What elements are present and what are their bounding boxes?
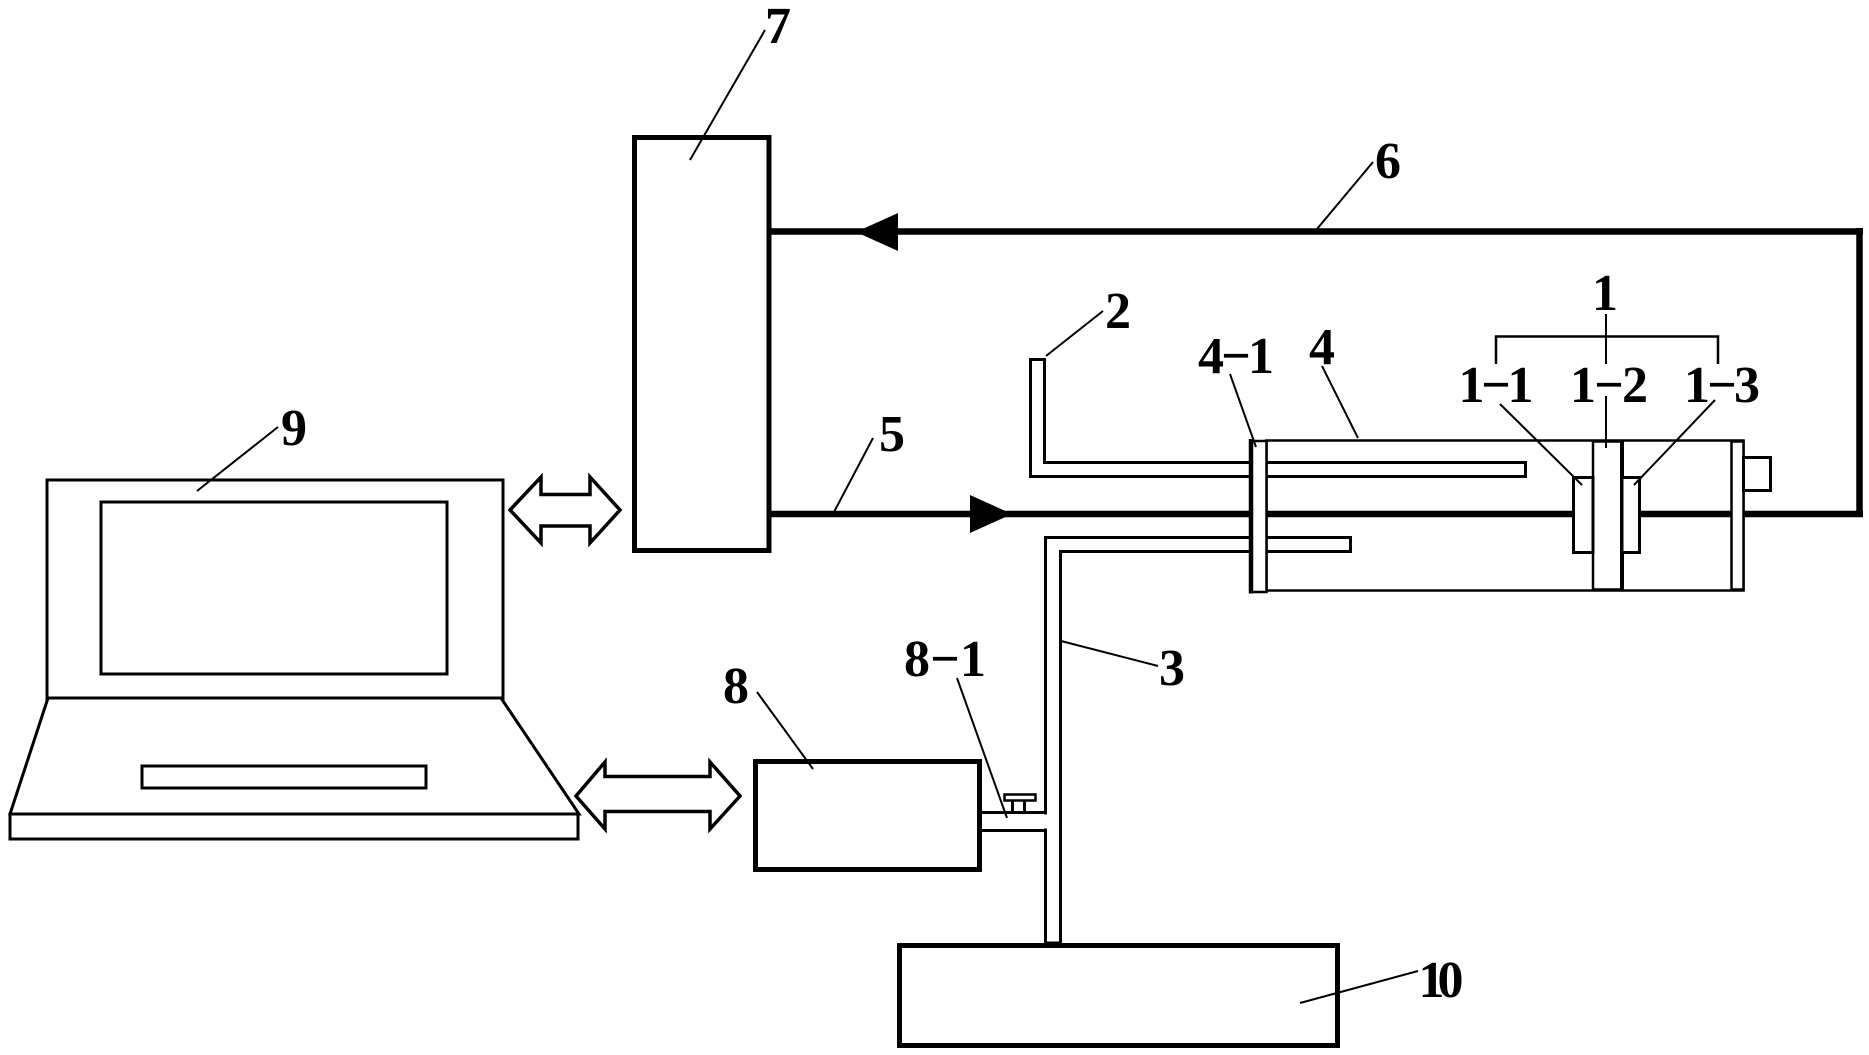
svg-text:7: 7 xyxy=(765,0,791,55)
svg-text:10: 10 xyxy=(1419,952,1464,1009)
svg-text:6: 6 xyxy=(1375,133,1401,190)
svg-text:1−3: 1−3 xyxy=(1684,357,1760,414)
svg-text:1−2: 1−2 xyxy=(1570,357,1648,414)
svg-text:4: 4 xyxy=(1309,319,1335,376)
svg-text:1−1: 1−1 xyxy=(1459,357,1534,414)
svg-text:3: 3 xyxy=(1159,640,1185,697)
svg-text:4−1: 4−1 xyxy=(1198,328,1274,385)
svg-text:5: 5 xyxy=(879,406,905,463)
svg-text:8−1: 8−1 xyxy=(904,631,986,688)
svg-text:2: 2 xyxy=(1105,283,1131,340)
svg-text:1: 1 xyxy=(1592,265,1618,322)
svg-text:8: 8 xyxy=(723,658,749,715)
svg-text:9: 9 xyxy=(281,400,307,457)
